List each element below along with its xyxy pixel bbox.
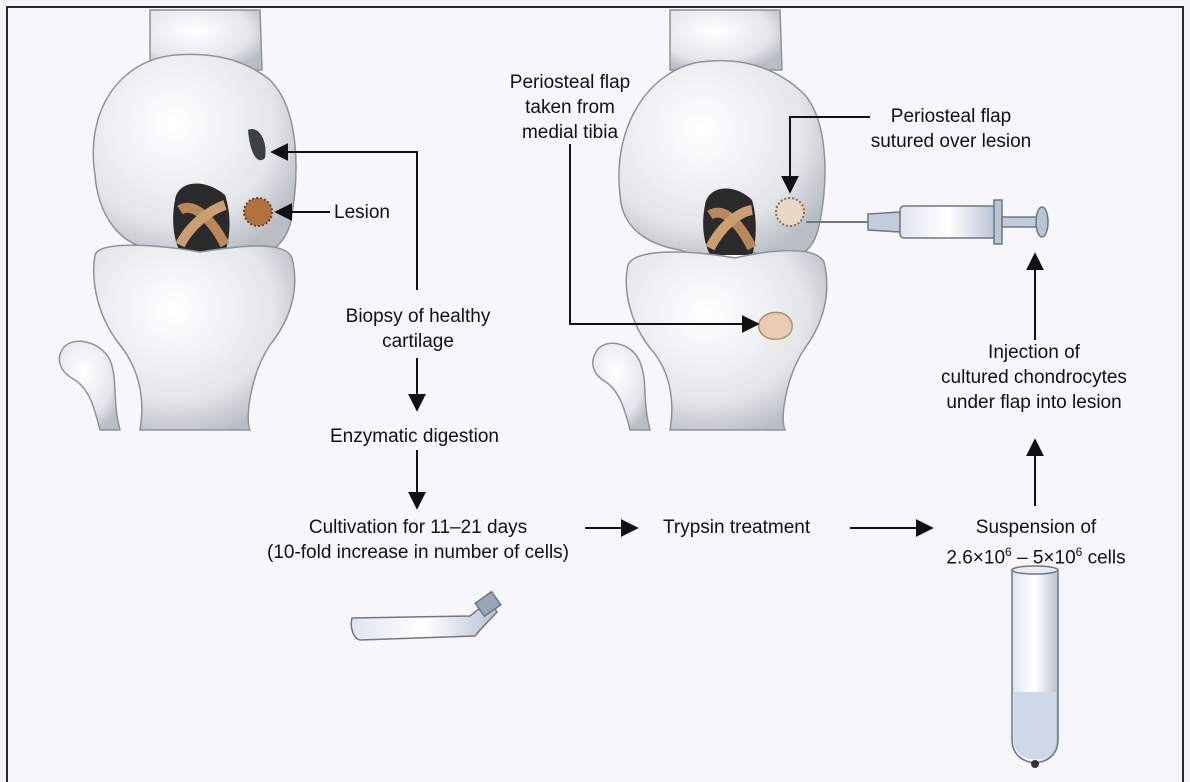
periosteal-taken-label: Periosteal flap taken from medial tibia — [496, 70, 644, 145]
left-knee-illustration — [59, 10, 296, 430]
biopsy-label: Biopsy of healthy cartilage — [340, 304, 496, 354]
periosteal-sutured-label: Periosteal flap sutured over lesion — [862, 104, 1040, 154]
periosteal-patch — [759, 312, 793, 339]
syringe-icon — [806, 200, 1048, 244]
sutured-flap — [776, 198, 804, 226]
enzymatic-label: Enzymatic digestion — [330, 424, 499, 449]
trypsin-label: Trypsin treatment — [663, 515, 810, 540]
cultivation-label: Cultivation for 11–21 days (10-fold incr… — [258, 515, 578, 565]
suspension-label: Suspension of 2.6×106 – 5×106 cells — [936, 515, 1136, 570]
lesion-label: Lesion — [334, 200, 390, 225]
test-tube-icon — [1012, 566, 1058, 768]
culture-flask-icon — [351, 592, 501, 640]
cell-count: 2.6×106 – 5×106 cells — [936, 540, 1136, 570]
injection-label: Injection of cultured chondrocytes under… — [932, 340, 1136, 415]
lesion-mark — [244, 198, 272, 226]
